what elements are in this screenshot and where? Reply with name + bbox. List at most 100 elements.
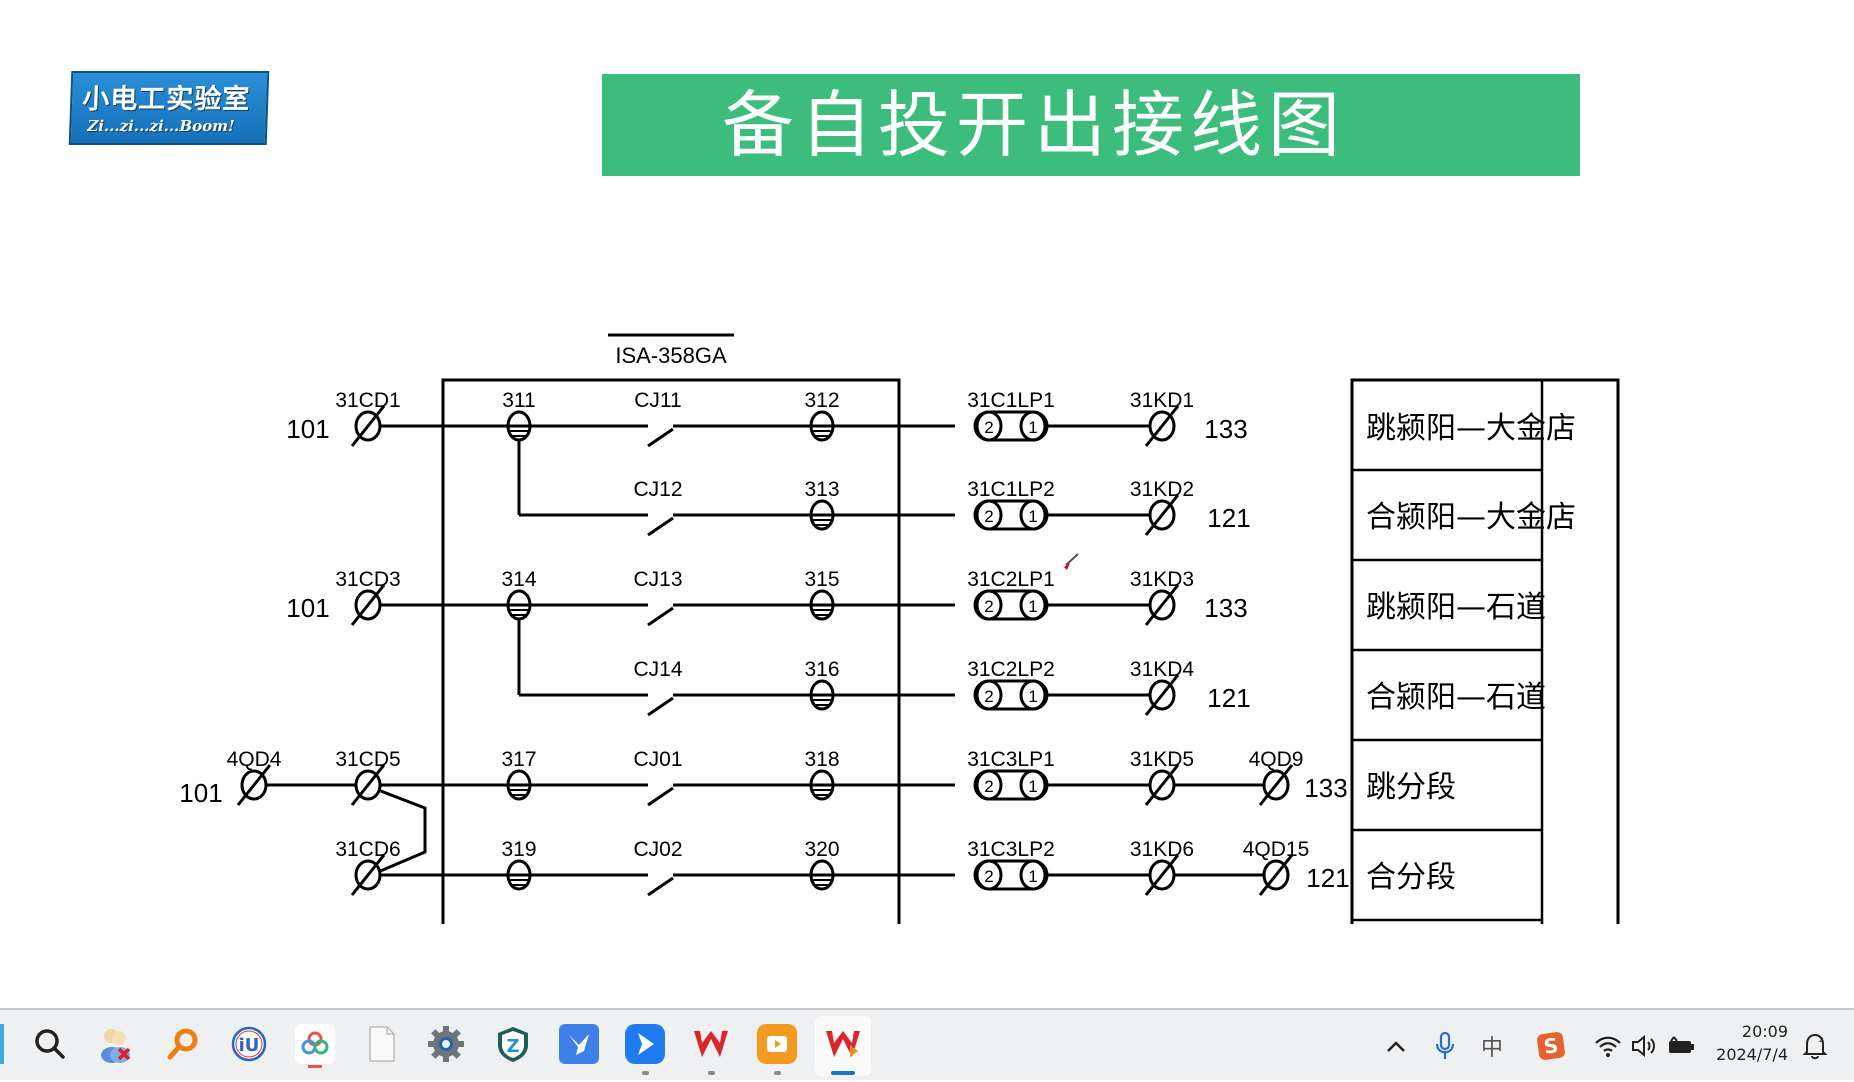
plate-pin: 2 [984, 507, 993, 526]
terminal-icon [1144, 493, 1180, 537]
page-title: 备自投开出接线图 [722, 83, 1347, 167]
terminal-label: 4QD4 [227, 748, 282, 771]
device-terminal-label: 315 [804, 568, 839, 591]
blank-file-icon[interactable] [362, 1024, 402, 1064]
terminal-icon [350, 583, 386, 627]
terminal-icon [1144, 853, 1180, 897]
plate-pin: 2 [984, 418, 993, 437]
video-app-icon[interactable] [757, 1024, 797, 1064]
wps-presentation-icon[interactable] [823, 1024, 863, 1064]
terminal-label: 31CD3 [335, 568, 400, 591]
bird-app-icon[interactable] [559, 1024, 599, 1064]
contact-icon [626, 783, 710, 807]
function-cell: 跳颍阳—石道 [1366, 590, 1546, 625]
terminal-icon [350, 404, 386, 448]
plate-pin: 2 [984, 687, 993, 706]
plate-pin: 1 [1028, 867, 1037, 886]
terminal-label: 31CD5 [335, 748, 400, 771]
plate-label: 31C1LP1 [967, 389, 1055, 412]
kd-terminal-label: 31KD4 [1130, 658, 1195, 681]
device-terminal-icon [506, 859, 532, 891]
device-box [441, 378, 901, 924]
function-cell: 合颍阳—石道 [1366, 680, 1546, 715]
dest-label: 133 [1304, 773, 1347, 803]
contact-icon [626, 603, 710, 627]
contact-label: CJ11 [634, 389, 681, 412]
kd-terminal-label: 31KD1 [1130, 389, 1194, 412]
contact-icon [626, 873, 710, 897]
source-label: 101 [286, 414, 329, 444]
dest-label: 121 [1306, 863, 1349, 893]
contact-label: CJ14 [633, 658, 682, 681]
show-hidden-icons-button[interactable] [1385, 1010, 1407, 1082]
device-terminal-icon [809, 410, 835, 442]
contact-label: CJ13 [633, 568, 682, 591]
notification-bell-icon[interactable]: z [1802, 1010, 1828, 1082]
search-tool-app-icon[interactable] [163, 1024, 203, 1064]
function-cell: 跳颍阳—大金店 [1366, 411, 1576, 446]
battery-icon[interactable] [1666, 1010, 1696, 1082]
device-terminal-icon [809, 499, 835, 531]
function-cell: 合颍阳—大金店 [1366, 500, 1576, 535]
kd-terminal-label: 31KD5 [1130, 748, 1194, 771]
wires [266, 424, 1270, 877]
cloud-app-icon[interactable] [295, 1024, 335, 1068]
iu-app-icon[interactable]: iU [229, 1024, 269, 1064]
plate-pin: 2 [984, 597, 993, 616]
contact-icon [626, 693, 710, 717]
ime-language-indicator[interactable]: 中 [1481, 1036, 1504, 1061]
plate-pin: 1 [1028, 418, 1037, 437]
iu-app-glyph: iU [239, 1035, 260, 1056]
dest-label: 121 [1207, 503, 1250, 533]
microphone-icon[interactable] [1434, 1010, 1456, 1082]
plate-pin: 2 [984, 867, 993, 886]
wps-office-icon[interactable] [691, 1024, 731, 1064]
settings-gear-icon[interactable] [426, 1024, 466, 1064]
pen-cursor-icon [1064, 553, 1079, 570]
source-label: 101 [179, 778, 222, 808]
contact-label: CJ01 [633, 748, 682, 771]
plate-pin: 1 [1028, 507, 1037, 526]
terminal-icon [1144, 583, 1180, 627]
device-terminal-label: 312 [804, 389, 839, 412]
terminal-icon [1144, 404, 1180, 448]
title-banner: 备自投开出接线图 [602, 74, 1580, 176]
device-model-label: ISA-358GA [615, 343, 727, 368]
device-terminal-icon [809, 859, 835, 891]
terminal-icon [236, 763, 272, 807]
system-clock[interactable]: 20:09 2024/7/4 [1716, 1020, 1788, 1066]
plate-label: 31C2LP1 [967, 568, 1055, 591]
terminal-icon [350, 853, 386, 897]
device-terminal-label: 320 [804, 838, 839, 861]
source-label: 101 [286, 593, 329, 623]
running-indicator [642, 1071, 649, 1075]
kd-terminal-label: 31KD6 [1130, 838, 1194, 861]
sogou-ime-icon[interactable]: S [1536, 1010, 1566, 1082]
wifi-icon[interactable] [1594, 1010, 1622, 1082]
running-indicator [774, 1071, 781, 1075]
shield-browser-icon[interactable]: Z [493, 1024, 533, 1064]
terminal-icon [1258, 763, 1294, 807]
clock-time: 20:09 [1741, 1022, 1788, 1041]
users-error-app-icon[interactable] [96, 1024, 136, 1064]
device-terminal-label: 311 [502, 389, 535, 412]
plate-pin: 1 [1028, 597, 1037, 616]
volume-icon[interactable] [1630, 1010, 1658, 1082]
device-terminal-icon [809, 769, 835, 801]
taskbar: iU Z 中 S [0, 1008, 1854, 1080]
contact-label: CJ12 [633, 478, 682, 501]
contact-icon [626, 513, 710, 537]
feishu-app-icon[interactable] [625, 1024, 665, 1064]
terminal-icon [1144, 673, 1180, 717]
clock-date: 2024/7/4 [1716, 1045, 1788, 1064]
device-terminal-icon [809, 679, 835, 711]
search-icon[interactable] [30, 1024, 70, 1064]
kd-terminal-label: 31KD3 [1130, 568, 1194, 591]
function-cell: 合分段 [1366, 860, 1456, 895]
plate-label: 31C3LP1 [967, 748, 1055, 771]
function-table [1350, 378, 1620, 924]
dest-label: 121 [1207, 683, 1250, 713]
plate-label: 31C1LP2 [967, 478, 1055, 501]
device-terminal-icon [506, 410, 532, 442]
device-terminal-label: 318 [804, 748, 839, 771]
